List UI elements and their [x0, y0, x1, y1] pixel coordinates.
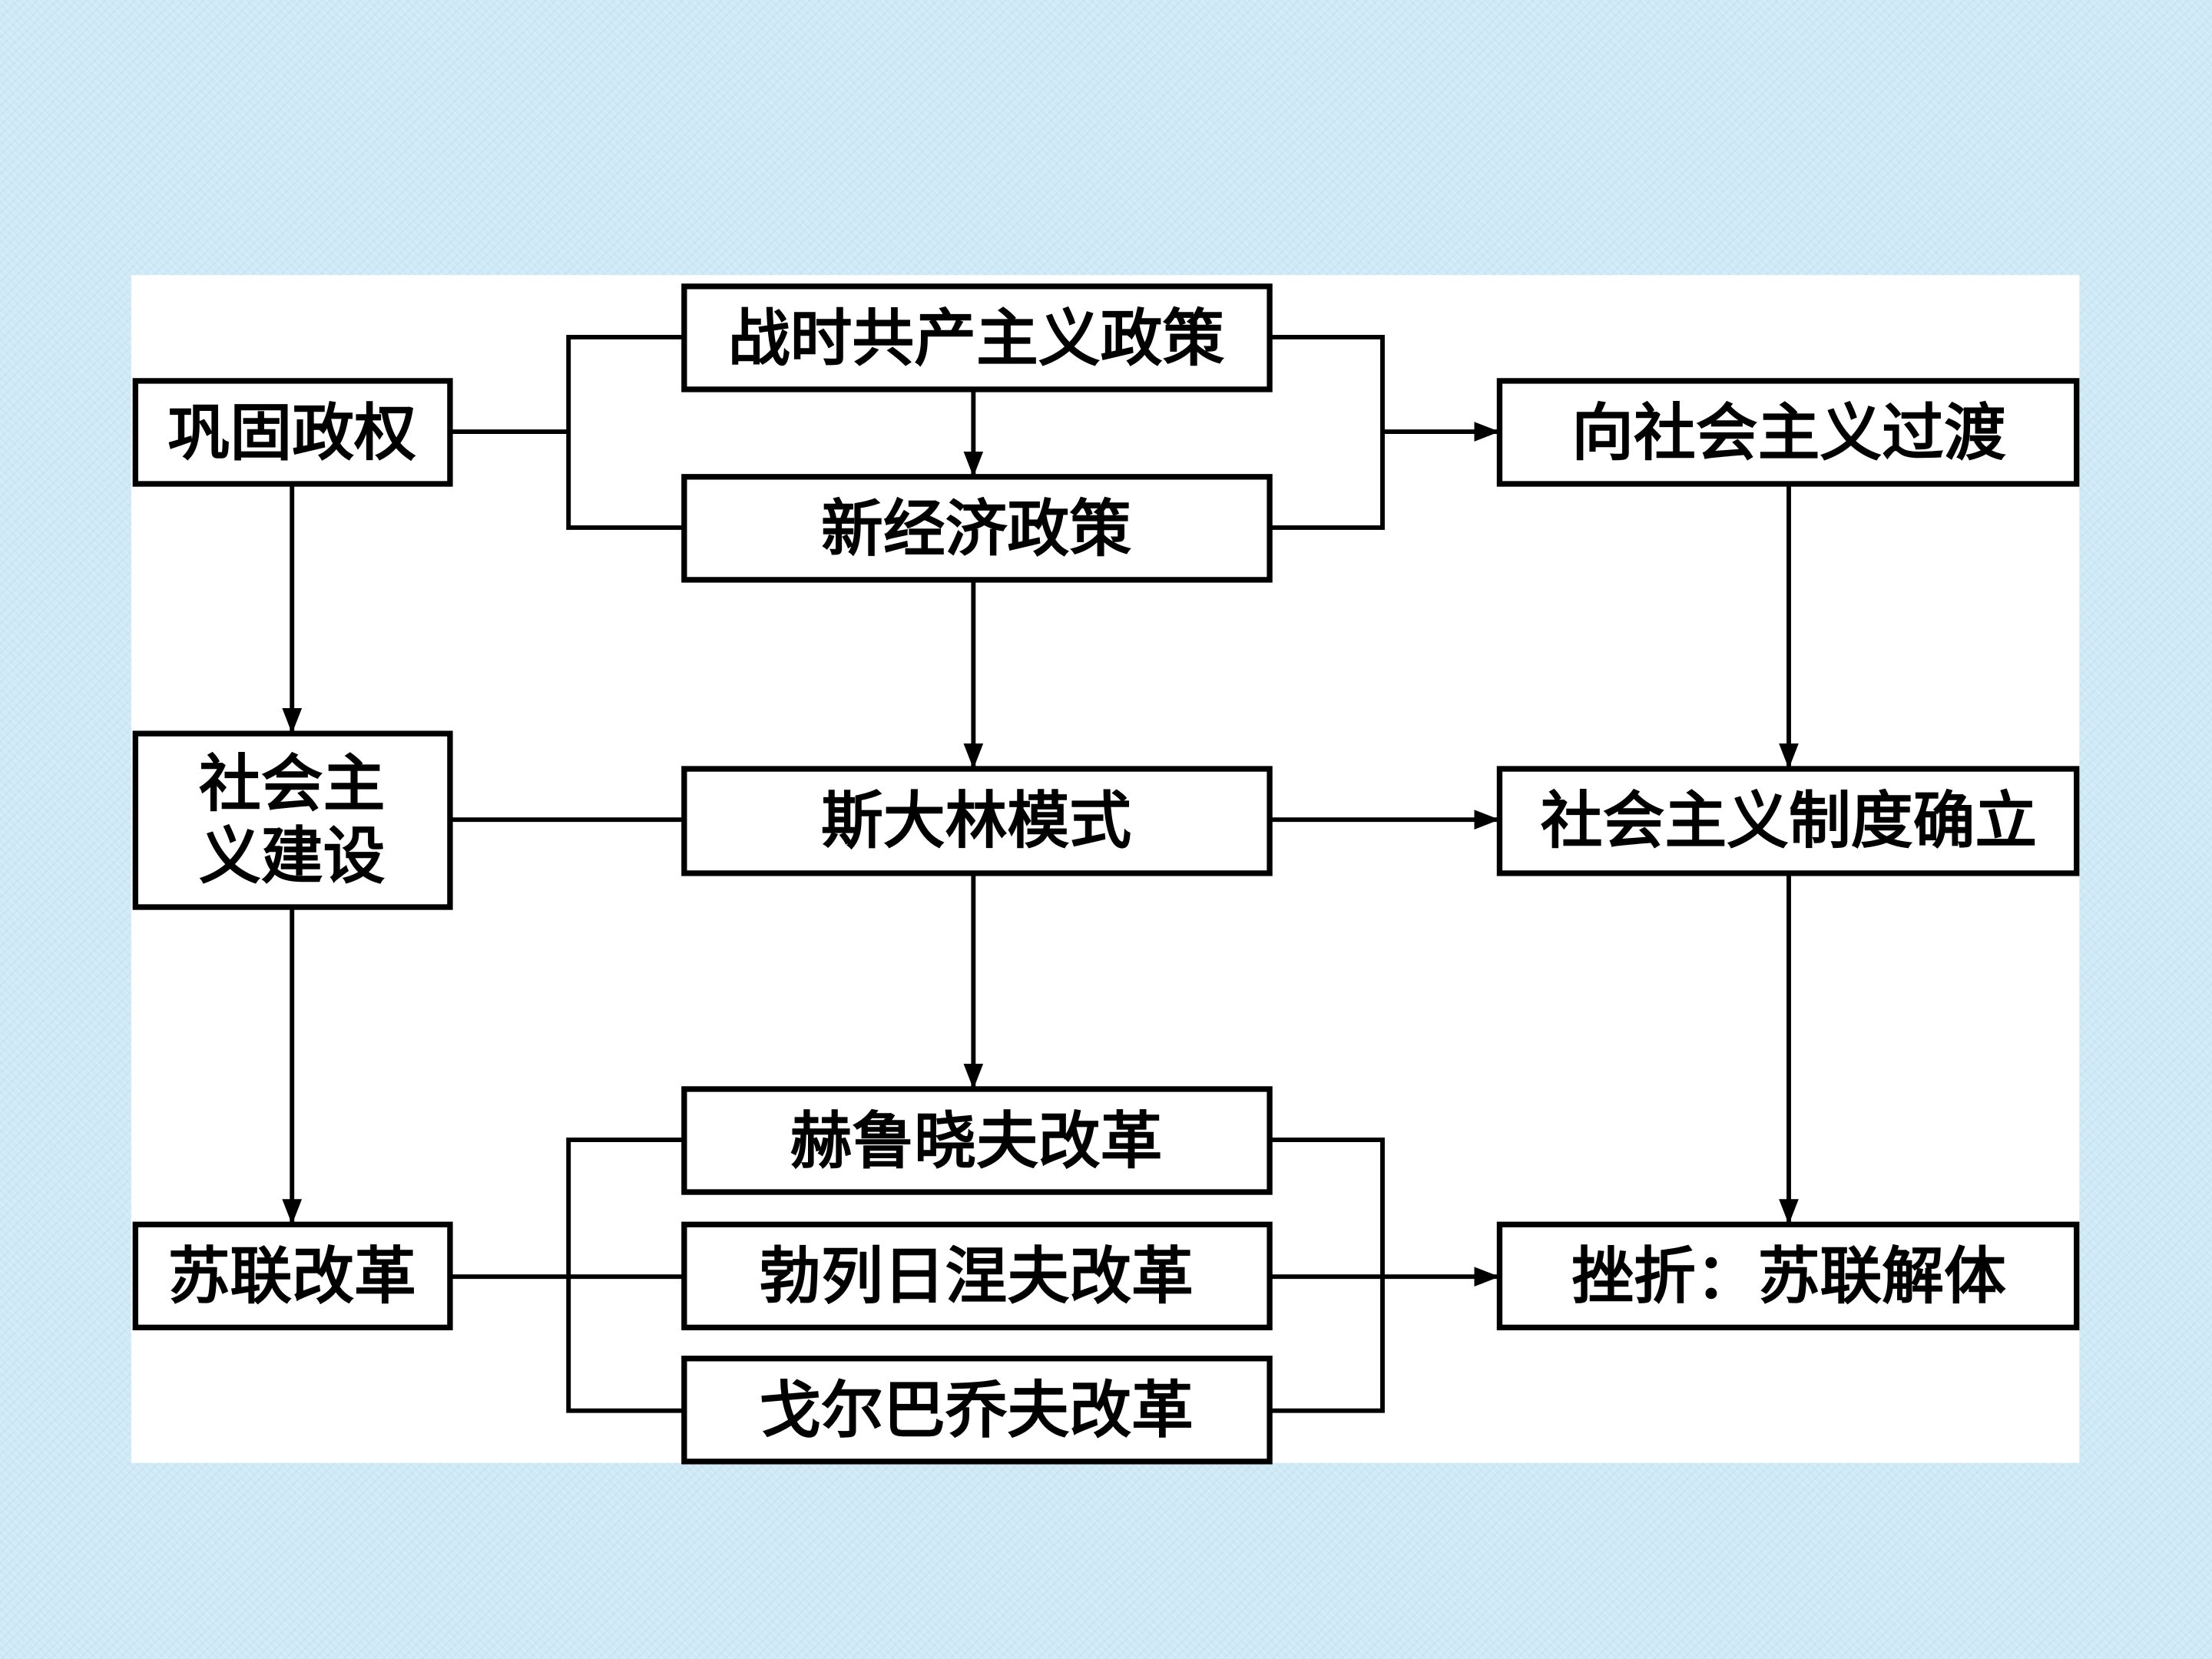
bracket-left-top	[566, 335, 684, 530]
node-box	[1496, 1221, 2080, 1331]
node-label: 向社会主义过渡	[1571, 396, 2006, 469]
node-transition: 向社会主义过渡	[1496, 378, 2080, 487]
node-consolidate: 巩固政权	[132, 378, 453, 487]
node-gorbachev-reform: 戈尔巴乔夫改革	[681, 1356, 1273, 1465]
node-label: 挫折：苏联解体	[1571, 1240, 2006, 1313]
node-box	[681, 1356, 1273, 1465]
node-stalin-model: 斯大林模式	[681, 766, 1273, 876]
node-label: 苏联改革	[168, 1240, 416, 1313]
node-label-line2: 义建设	[199, 820, 386, 892]
node-setback-dissolution: 挫折：苏联解体	[1496, 1221, 2080, 1331]
node-label: 勃列日涅夫改革	[759, 1240, 1194, 1313]
node-nep: 新经济政策	[681, 474, 1273, 583]
node-box	[681, 474, 1273, 583]
node-box	[132, 730, 453, 910]
node-box	[1496, 766, 2080, 876]
node-box	[681, 766, 1273, 876]
node-label: 戈尔巴乔夫改革	[759, 1374, 1194, 1447]
node-box	[1496, 378, 2080, 487]
bracket-left-bottom	[566, 1137, 684, 1413]
node-socialist-construction: 社会主 义建设	[132, 730, 453, 910]
node-box	[681, 1086, 1273, 1195]
node-box	[681, 283, 1273, 392]
node-box	[132, 1221, 453, 1331]
node-war-communism: 战时共产主义政策	[681, 283, 1273, 392]
node-label: 社会主义制度确立	[1541, 784, 2037, 857]
connectors	[282, 335, 1799, 1413]
node-box	[132, 378, 453, 487]
node-label: 赫鲁晓夫改革	[790, 1104, 1163, 1177]
node-label: 新经济政策	[821, 492, 1131, 565]
node-label-line1: 社会主	[199, 748, 385, 821]
node-label: 巩固政权	[168, 396, 416, 469]
node-system-established: 社会主义制度确立	[1496, 766, 2080, 876]
node-box	[681, 1221, 1273, 1331]
node-soviet-reform: 苏联改革	[132, 1221, 453, 1331]
node-khrushchev-reform: 赫鲁晓夫改革	[681, 1086, 1273, 1195]
node-brezhnev-reform: 勃列日涅夫改革	[681, 1221, 1273, 1331]
node-label: 战时共产主义政策	[728, 302, 1225, 375]
node-label: 斯大林模式	[821, 784, 1131, 857]
